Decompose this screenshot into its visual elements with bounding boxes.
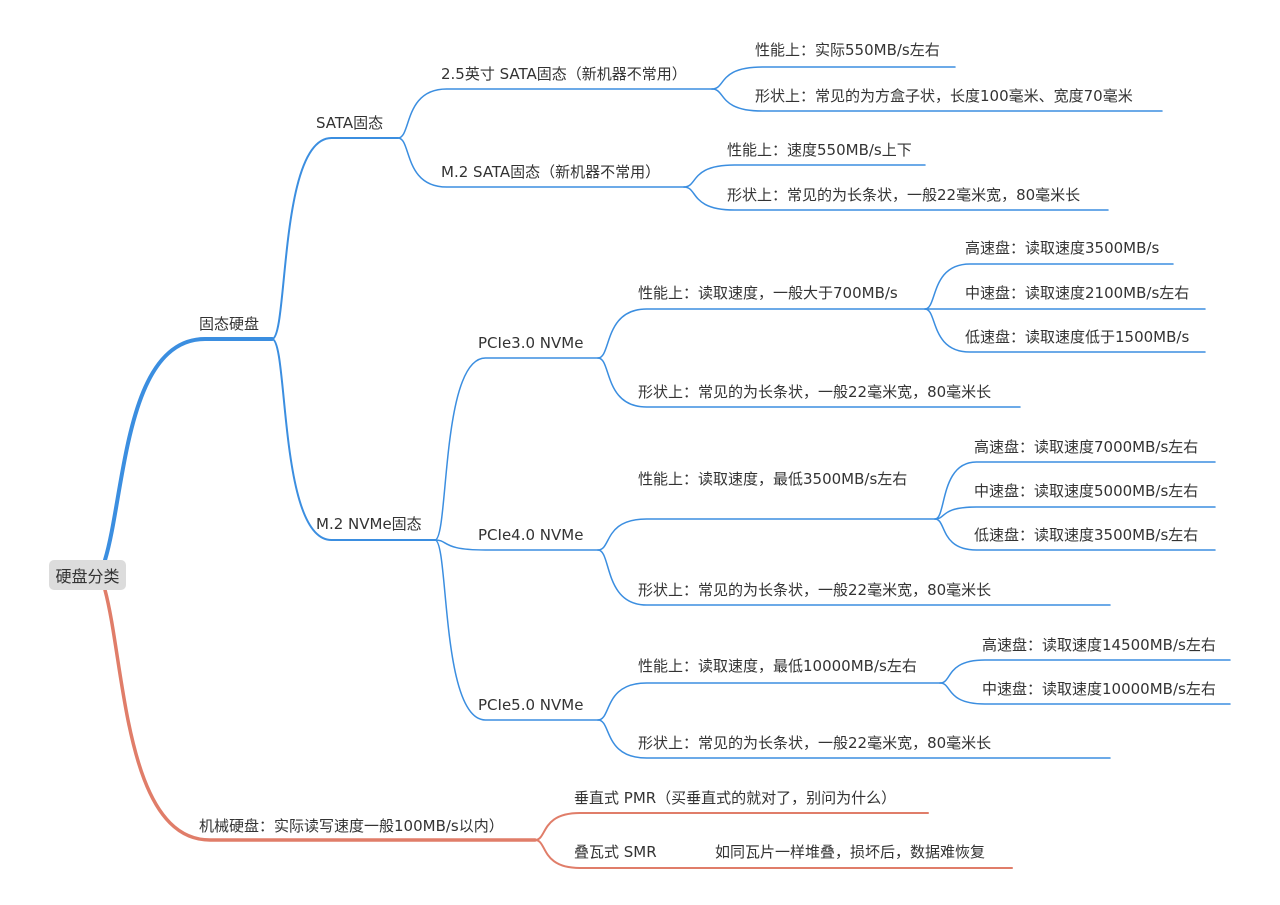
- node-p5-mid[interactable]: 中速盘：读取速度10000MB/s左右: [982, 680, 1216, 698]
- node-p3-mid[interactable]: 中速盘：读取速度2100MB/s左右: [965, 284, 1190, 302]
- connector-nvme: [271, 338, 436, 541]
- connector-p5-shape: [597, 719, 1111, 759]
- node-smr-note[interactable]: 如同瓦片一样堆叠，损坏后，数据难恢复: [715, 843, 986, 861]
- node-p5-high[interactable]: 高速盘：读取速度14500MB/s左右: [982, 636, 1216, 654]
- connector-p3: [434, 357, 599, 541]
- node-p4-low[interactable]: 低速盘：读取速度3500MB/s左右: [974, 526, 1199, 544]
- node-p3-high[interactable]: 高速盘：读取速度3500MB/s: [965, 239, 1160, 257]
- node-pmr[interactable]: 垂直式 PMR（买垂直式的就对了，别问为什么）: [574, 789, 897, 807]
- node-hdd[interactable]: 机械硬盘：实际读写速度一般100MB/s以内）: [199, 817, 504, 835]
- connector-sata: [271, 137, 399, 340]
- node-p5-shape[interactable]: 形状上：常见的为长条状，一般22毫米宽，80毫米长: [638, 734, 992, 752]
- node-p4-high[interactable]: 高速盘：读取速度7000MB/s左右: [974, 438, 1199, 456]
- node-m2sata-shape[interactable]: 形状上：常见的为长条状，一般22毫米宽，80毫米长: [727, 186, 1081, 204]
- connector-p3-low: [924, 308, 1206, 353]
- node-p3-perf[interactable]: 性能上：读取速度，一般大于700MB/s: [638, 284, 898, 302]
- node-sata25-shape[interactable]: 形状上：常见的为方盒子状，长度100毫米、宽度70毫米: [755, 87, 1133, 105]
- node-p4-perf[interactable]: 性能上：读取速度，最低3500MB/s左右: [638, 470, 908, 488]
- connector-p4-mid: [934, 506, 1216, 520]
- node-sata[interactable]: SATA固态: [316, 114, 384, 132]
- node-nvme[interactable]: M.2 NVMe固态: [316, 515, 422, 533]
- node-p4-mid[interactable]: 中速盘：读取速度5000MB/s左右: [974, 482, 1199, 500]
- connector-m2sata: [397, 137, 685, 188]
- connector-m2sata-shape: [683, 186, 1109, 211]
- connector-hdd: [103, 588, 537, 842]
- connector-p5-high: [939, 659, 1231, 684]
- node-sata25-perf[interactable]: 性能上：实际550MB/s左右: [755, 41, 940, 59]
- root-node[interactable]: 硬盘分类: [49, 560, 126, 590]
- connector-p4-perf: [597, 518, 936, 551]
- node-p5[interactable]: PCIe5.0 NVMe: [478, 696, 584, 714]
- node-ssd[interactable]: 固态硬盘: [199, 315, 260, 333]
- connector-p4: [434, 539, 599, 551]
- connector-p4-shape: [597, 549, 1111, 606]
- connector-p3-high: [924, 263, 1174, 310]
- connector-pmr: [534, 812, 929, 841]
- node-p4-shape[interactable]: 形状上：常见的为长条状，一般22毫米宽，80毫米长: [638, 581, 992, 599]
- connector-sata25-perf: [711, 66, 956, 90]
- node-p3-low[interactable]: 低速盘：读取速度低于1500MB/s: [965, 328, 1190, 346]
- node-m2sata-perf[interactable]: 性能上：速度550MB/s上下: [727, 141, 912, 159]
- connector-smr: [534, 839, 671, 869]
- connector-sata25: [397, 88, 713, 139]
- connector-p4-high: [934, 461, 1216, 520]
- connector-p5-mid: [939, 682, 1231, 705]
- node-sata25[interactable]: 2.5英寸 SATA固态（新机器不常用）: [441, 65, 687, 83]
- node-m2sata[interactable]: M.2 SATA固态（新机器不常用）: [441, 163, 661, 181]
- connector-p5-perf: [597, 682, 941, 721]
- node-p4[interactable]: PCIe4.0 NVMe: [478, 526, 584, 544]
- node-smr[interactable]: 叠瓦式 SMR: [574, 843, 657, 861]
- connector-ssd: [103, 337, 274, 562]
- connector-p5: [434, 539, 599, 721]
- node-p3[interactable]: PCIe3.0 NVMe: [478, 334, 584, 352]
- connector-p3-shape: [597, 357, 1021, 408]
- connector-m2sata-perf: [683, 164, 926, 188]
- node-p5-perf[interactable]: 性能上：读取速度，最低10000MB/s左右: [638, 657, 917, 675]
- connector-p3-perf: [597, 308, 926, 359]
- connector-p4-low: [934, 518, 1216, 551]
- node-p3-shape[interactable]: 形状上：常见的为长条状，一般22毫米宽，80毫米长: [638, 383, 992, 401]
- connector-sata25-shape: [711, 88, 1163, 112]
